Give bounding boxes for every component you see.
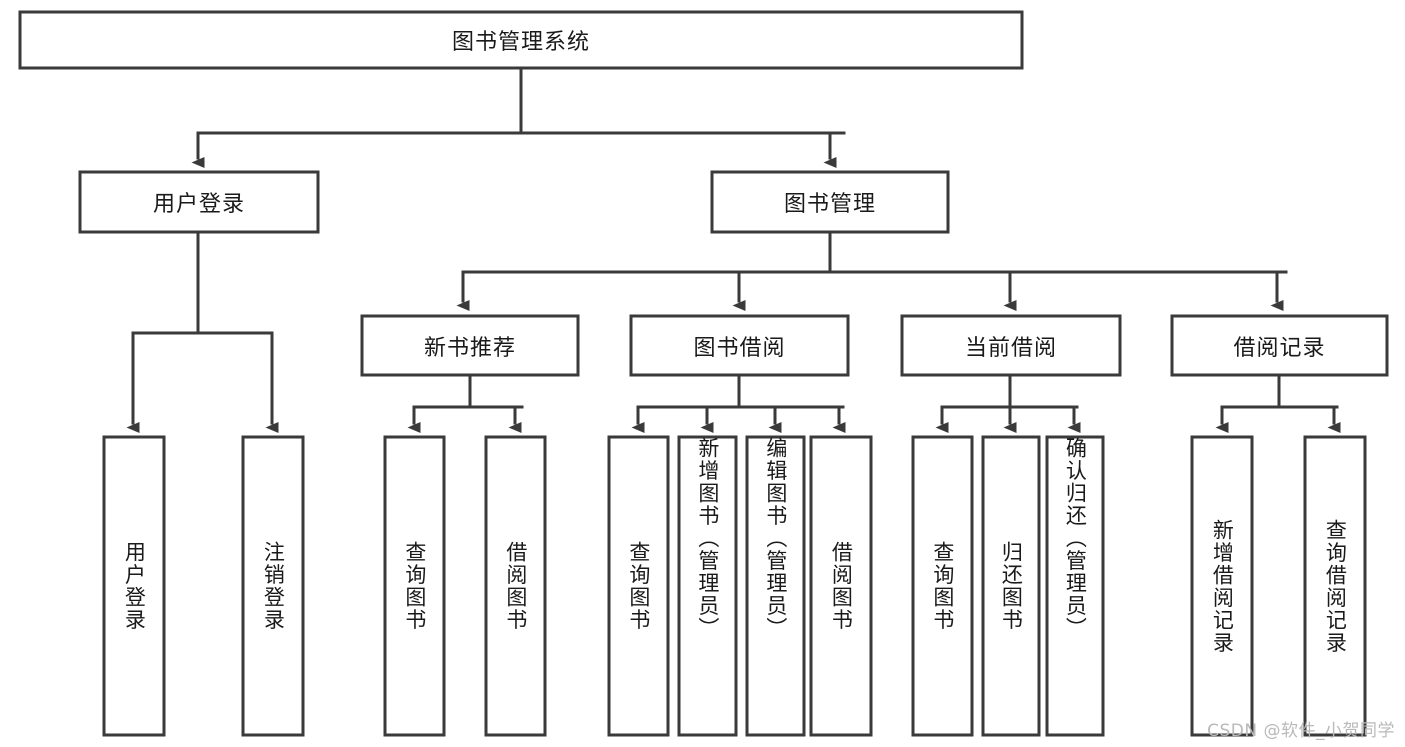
- node-book-borrow-box[interactable]: [629, 314, 850, 377]
- edges-bookmanage-to-level3: [456, 230, 1288, 311]
- edges-borrowrecord-to-leaves: [1215, 373, 1341, 433]
- edges-userlogin-to-leaves: [126, 230, 279, 433]
- csdn-watermark: CSDN @软件_小贺同学: [1207, 721, 1395, 741]
- node-borrow-record-box[interactable]: [1170, 314, 1389, 377]
- edges-newbook-to-leaves: [407, 373, 524, 433]
- edges-bookborrow-to-leaves: [631, 373, 846, 433]
- node-new-book-box[interactable]: [360, 314, 580, 377]
- leaf-new-book-0-box[interactable]: [383, 435, 446, 737]
- edges-currentborrow-to-leaves: [935, 373, 1081, 433]
- node-current-borrow-box[interactable]: [900, 314, 1122, 377]
- leaf-user-login-1-box[interactable]: [241, 435, 305, 737]
- leaf-current-borrow-0-box[interactable]: [911, 435, 974, 737]
- leaf-borrow-record-0-box[interactable]: [1190, 435, 1254, 737]
- leaf-borrow-record-1-box[interactable]: [1303, 435, 1367, 737]
- node-root-box[interactable]: [18, 10, 1024, 70]
- leaf-book-borrow-3-box[interactable]: [809, 435, 873, 737]
- leaf-book-borrow-0-box[interactable]: [607, 435, 670, 737]
- edges-root-to-level2: [191, 66, 846, 168]
- leaf-current-borrow-2-box[interactable]: [1045, 435, 1105, 737]
- node-user-login-box[interactable]: [78, 170, 320, 234]
- leaf-current-borrow-1-box[interactable]: [981, 435, 1041, 737]
- leaf-new-book-1-box[interactable]: [484, 435, 547, 737]
- leaf-user-login-0-box[interactable]: [102, 435, 166, 737]
- leaf-book-borrow-1-box[interactable]: [677, 435, 738, 737]
- node-book-manage-box[interactable]: [710, 170, 950, 234]
- leaf-book-borrow-2-box[interactable]: [745, 435, 806, 737]
